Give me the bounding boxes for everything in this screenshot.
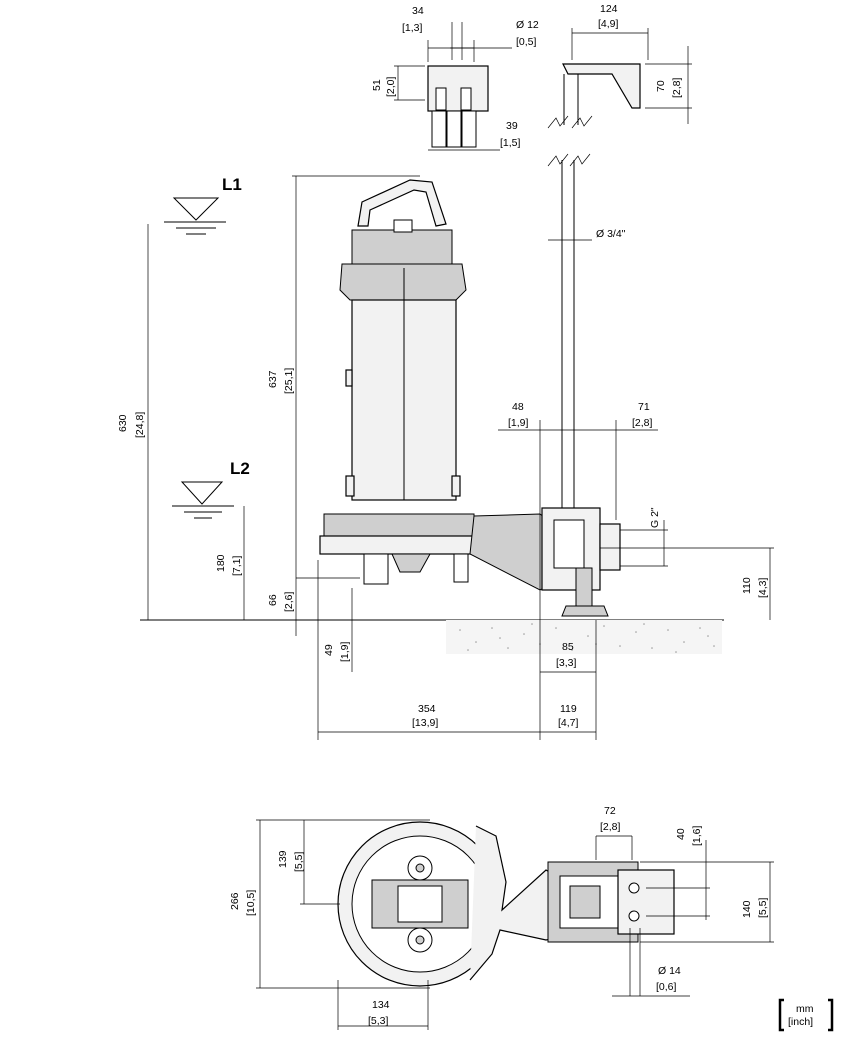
dim-637: 637 [267, 370, 279, 388]
rail-diameter-label: Ø 3/4" [596, 228, 626, 240]
dim-39: 39 [506, 120, 518, 132]
dim-48-inch: [1,9] [508, 417, 529, 429]
floor-hatch [140, 619, 724, 654]
dim-14-inch: [0,6] [656, 981, 677, 993]
dim-139-inch: [5,5] [293, 851, 305, 872]
dim-630-inch: [24,8] [134, 412, 146, 438]
dim-70-inch: [2,8] [671, 77, 683, 98]
dim-110: 110 [741, 577, 753, 594]
guide-claw-detail [394, 22, 512, 151]
dim-39-inch: [1,5] [500, 137, 521, 149]
dim-119-inch: [4,7] [558, 717, 579, 729]
dim-134-inch: [5,3] [368, 1015, 389, 1027]
dim-140-inch: [5,5] [757, 897, 769, 918]
dim-71: 71 [638, 401, 650, 413]
dim-266: 266 [229, 892, 241, 910]
dim-354: 354 [418, 703, 436, 715]
upper-bracket-detail [547, 28, 692, 129]
water-level-l2-symbol [172, 481, 234, 519]
unit-mm: mm [796, 1003, 814, 1015]
dim-119: 119 [560, 703, 577, 715]
dim-40: 40 [675, 828, 687, 840]
dim-630: 630 [117, 414, 129, 432]
dim-51: 51 [371, 79, 383, 91]
dim-85-inch: [3,3] [556, 657, 577, 669]
dim-140: 140 [741, 900, 753, 918]
horizontal-dimension-lines [317, 420, 774, 740]
dim-354-inch: [13,9] [412, 717, 438, 729]
dim-266-inch: [10,5] [245, 890, 257, 916]
dim-49-inch: [1,9] [339, 641, 351, 662]
dim-34-inch: [1,3] [402, 22, 423, 34]
dim-110-inch: [4,3] [757, 577, 769, 598]
dim-51-inch: [2,0] [385, 76, 397, 97]
dim-66: 66 [267, 594, 279, 606]
dim-124-inch: [4,9] [598, 18, 619, 30]
dim-14: Ø 14 [658, 965, 681, 977]
dim-180: 180 [215, 554, 227, 572]
top-view-dimension-lines [256, 819, 774, 1030]
thread-g2: G 2" [649, 507, 661, 528]
dim-139: 139 [277, 850, 289, 868]
dim-12-inch: [0,5] [516, 36, 537, 48]
dim-180-inch: [7,1] [231, 555, 243, 576]
guide-rail-and-duckfoot [541, 153, 621, 617]
unit-legend [778, 998, 834, 1032]
pump-top-view [337, 821, 675, 987]
dim-70: 70 [655, 80, 667, 92]
dim-48: 48 [512, 401, 524, 413]
level-l1-label: L1 [222, 175, 242, 194]
dim-637-inch: [25,1] [283, 368, 295, 394]
dim-40-inch: [1,6] [691, 825, 703, 846]
dim-12: Ø 12 [516, 19, 539, 31]
dim-34: 34 [412, 5, 424, 17]
water-level-l1-symbol [164, 197, 226, 235]
dim-49: 49 [323, 644, 335, 656]
dim-72-inch: [2,8] [600, 821, 621, 833]
vertical-dimension-lines [147, 175, 420, 672]
dim-85: 85 [562, 641, 574, 653]
dim-134: 134 [372, 999, 390, 1011]
unit-inch: [inch] [788, 1016, 813, 1028]
pump-side-view [319, 179, 549, 591]
dim-71-inch: [2,8] [632, 417, 653, 429]
dim-66-inch: [2,6] [283, 591, 295, 612]
dim-124: 124 [600, 3, 618, 15]
level-l2-label: L2 [230, 459, 250, 478]
dim-72: 72 [604, 805, 616, 817]
